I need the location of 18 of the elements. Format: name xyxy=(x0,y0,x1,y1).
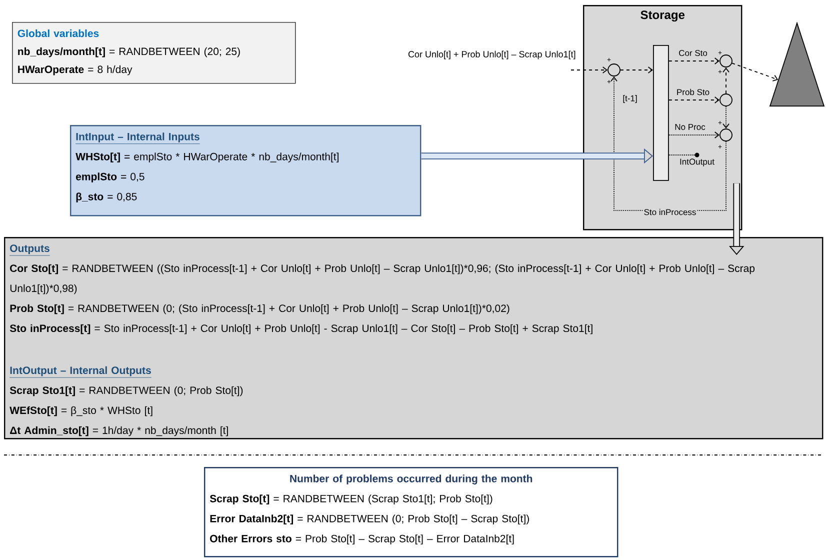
variables-box: Global variables nb_days/month[t] = RANDBETWEEN (20; 25) HWarOperate = 8 h/day xyxy=(12,22,296,84)
arrow xyxy=(668,96,720,104)
inputs-box: IntInput – Internal Inputs WHSto[t] = emplSto * HWarOperate * nb_days/month[t] emplSto = 0,5 β_sto = 0,85 xyxy=(70,125,422,216)
arrow xyxy=(722,67,730,94)
edge-label: Cor Unlo[t] + Prob Unlo[t] – Scrap Unlo1[t] xyxy=(406,50,577,60)
node-label: IntOutput xyxy=(680,158,714,166)
arrow xyxy=(668,58,720,64)
arrow xyxy=(732,62,778,82)
arrow xyxy=(570,66,608,74)
outputs-box: Outputs Cor Sto[t] = RANDBETWEEN ((Sto inProcess[t-1] + Cor Unlo[t] + Prob Unlo[t] – Scrap Unlo1[t])*0,96; (Sto inProcess[t-1] + Cor Unlo[t] + Prob Unlo[t] – Scrap Unlo1[t])*0,98) Prob Sto[t] = RANDBETWEEN (0; (Sto inProcess[t-1] + Cor Unlo[t] + Prob Unlo[t] – Scrap Unlo1[t])*0,02) Sto inProcess[t] = Sto inProcess[t-1] + Cor Unlo[t] + Prob Unlo[t] - Scrap Unlo1[t] – Cor Sto[t] – Prob Sto[t] + Scrap Sto1[t] IntOutput – Internal Outputs Scrap Sto1[t] = RANDBETWEEN (0; Prob Sto[t]) WEfSto[t] = β_sto * WHSto [t] Δt Admin_sto[t] = 1h/day * nb_days/month [t] xyxy=(4,237,824,440)
connector-line xyxy=(668,154,695,156)
time-label: [t-1] xyxy=(623,95,637,103)
arrow xyxy=(668,132,720,138)
stock-bar xyxy=(653,45,669,181)
arrow xyxy=(722,106,730,129)
edge-label: No Proc xyxy=(674,123,706,131)
arrow xyxy=(620,66,653,74)
problems-box: Number of problems occurred during the month Scrap Sto[t] = RANDBETWEEN (Scrap Sto1[t]; Prob Sto[t]) Error DataInb2[t] = RANDBETWEEN (0; Prob Sto[t] – Scrap Sto[t]) Other Errors sto = Prob Sto[t] – Scrap Sto[t] – Error DataInb2[t] xyxy=(204,467,618,558)
